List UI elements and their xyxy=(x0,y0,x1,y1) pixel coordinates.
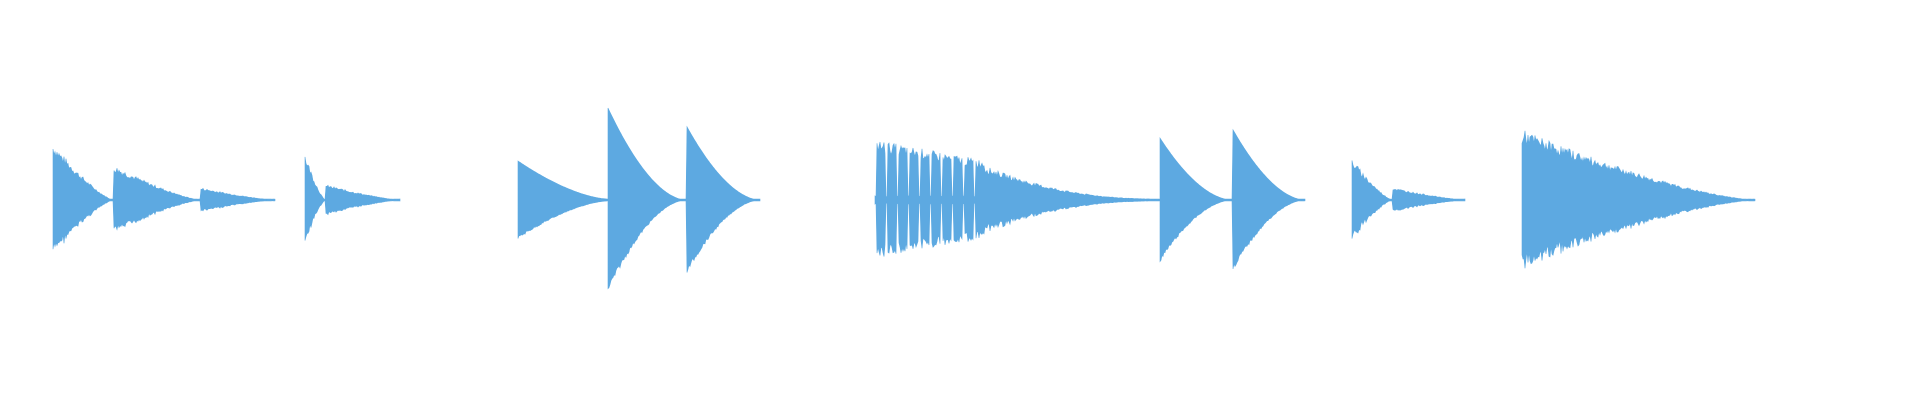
waveform-clip-7[interactable] xyxy=(1351,160,1466,239)
waveform-clip-1[interactable] xyxy=(52,148,276,250)
waveform-clip-3[interactable] xyxy=(517,160,609,239)
waveform-clip-5[interactable] xyxy=(874,141,1161,257)
waveform-clip-2[interactable] xyxy=(304,156,401,241)
waveform-clip-4[interactable] xyxy=(607,107,761,290)
waveform-clips xyxy=(52,107,1756,290)
waveform-clip-8[interactable] xyxy=(1521,130,1756,269)
waveform-clip-6[interactable] xyxy=(1159,128,1306,270)
